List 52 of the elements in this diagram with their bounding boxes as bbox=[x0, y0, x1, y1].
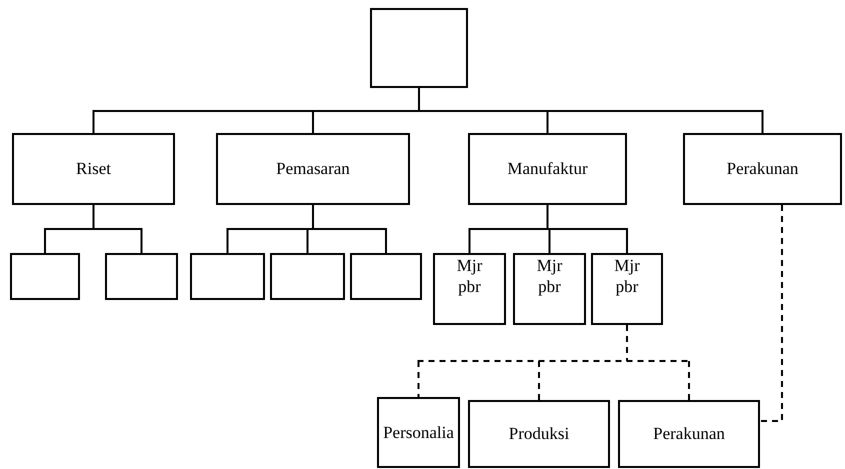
connector-line bbox=[626, 229, 628, 253]
connector-trunk bbox=[312, 205, 314, 229]
connector-line bbox=[468, 229, 470, 253]
connector-bus bbox=[44, 228, 142, 230]
connector-line bbox=[548, 229, 550, 253]
connector-trunk bbox=[546, 205, 548, 229]
box-label: Perakunan bbox=[726, 158, 798, 180]
connector-line bbox=[92, 111, 94, 133]
box-label: Mjr pbr bbox=[613, 255, 641, 298]
connector-line bbox=[226, 229, 228, 253]
connector-bus bbox=[92, 110, 764, 112]
connector-bus bbox=[468, 228, 628, 230]
org-box bbox=[591, 253, 663, 325]
org-box bbox=[513, 253, 586, 325]
connector-line bbox=[44, 229, 46, 253]
box-label: Produksi bbox=[508, 423, 570, 445]
empty-box bbox=[370, 8, 468, 88]
empty-box bbox=[350, 253, 422, 300]
org-box bbox=[433, 253, 506, 325]
connector-bus bbox=[418, 360, 690, 362]
box-label: Manufaktur bbox=[507, 158, 588, 180]
connector-line bbox=[385, 229, 387, 253]
empty-box bbox=[105, 253, 178, 300]
org-box bbox=[683, 133, 842, 205]
connector-line bbox=[538, 361, 540, 400]
connector-line bbox=[546, 111, 548, 133]
connector-bus bbox=[226, 228, 387, 230]
box-label: Pemasaran bbox=[276, 158, 350, 180]
box-label: Personalia bbox=[383, 422, 454, 444]
connector-line bbox=[688, 361, 690, 400]
connector-trunk bbox=[418, 88, 420, 111]
connector-trunk bbox=[92, 205, 94, 229]
box-label: Mjr pbr bbox=[456, 255, 484, 298]
connector-line bbox=[418, 361, 420, 397]
org-box bbox=[12, 133, 175, 205]
empty-box bbox=[10, 253, 80, 300]
org-box bbox=[377, 397, 460, 468]
box-label: Riset bbox=[76, 158, 111, 180]
org-box bbox=[216, 133, 410, 205]
org-box bbox=[618, 400, 760, 468]
org-box bbox=[468, 133, 627, 205]
empty-box bbox=[270, 253, 345, 300]
empty-box bbox=[190, 253, 265, 300]
connector-line bbox=[762, 111, 764, 133]
box-label: Perakunan bbox=[653, 423, 725, 445]
dashed-connector bbox=[760, 205, 783, 422]
org-box bbox=[468, 400, 610, 468]
connector-line bbox=[312, 111, 314, 133]
connector-line bbox=[140, 229, 142, 253]
connector-trunk bbox=[626, 325, 628, 361]
box-label: Mjr pbr bbox=[536, 255, 564, 298]
connector-line bbox=[306, 229, 308, 253]
